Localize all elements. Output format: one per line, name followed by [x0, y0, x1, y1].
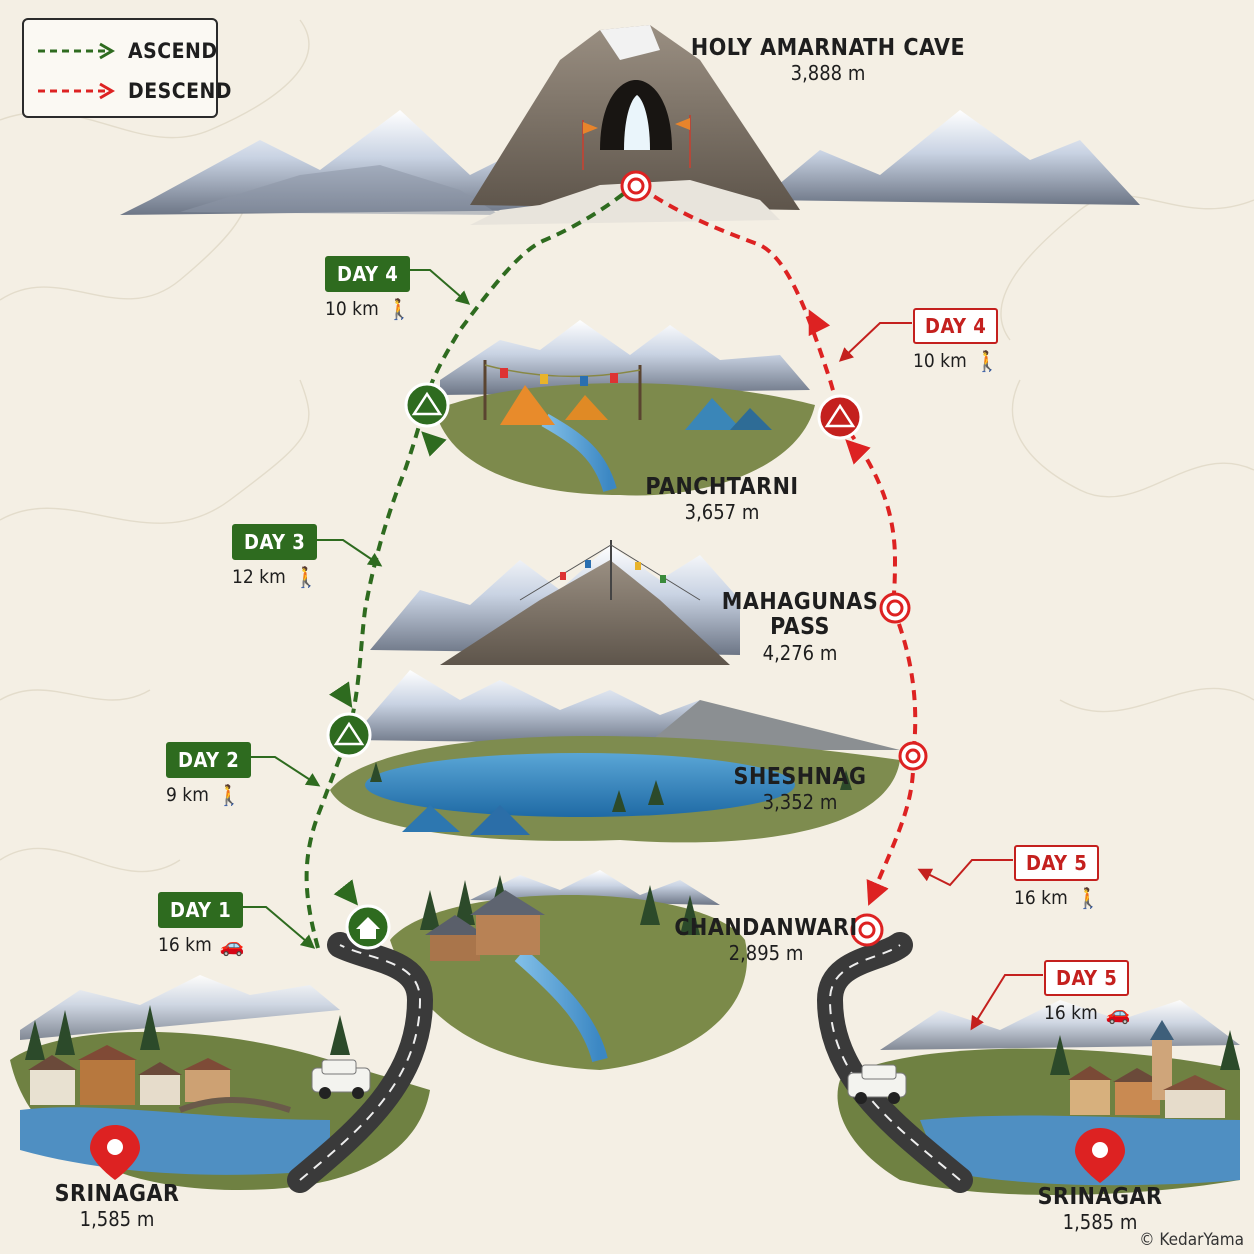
hiker-icon: 🚶: [386, 297, 412, 321]
day-badge: DAY 4: [913, 308, 999, 344]
srinagar-left-label: SRINAGAR 1,585 m: [54, 1181, 180, 1232]
mahagunas-label: MAHAGUNAS PASS 4,276 m: [721, 589, 879, 665]
day-badge: DAY 4: [325, 256, 411, 292]
day-label-asc-4: DAY 4 10 km 🚶: [325, 256, 412, 320]
hiker-icon: 🚶: [974, 349, 1000, 373]
ascend-line-icon: [38, 42, 115, 60]
sheshnag-camp-icon: [326, 712, 372, 758]
panchtarni-illustration: [435, 320, 815, 496]
srinagar-right-label: SRINAGAR 1,585 m: [1037, 1184, 1163, 1235]
panchtarni-camp-icon-green: [404, 382, 450, 428]
chandanwari-home-icon: [345, 904, 391, 950]
legend-ascend-label: ASCEND: [128, 39, 218, 63]
panchtarni-label: PANCHTARNI 3,657 m: [645, 474, 799, 525]
day-badge: DAY 2: [166, 742, 252, 778]
descend-line-icon: [38, 82, 115, 100]
day-label-desc-4: DAY 4 10 km 🚶: [913, 308, 1000, 372]
legend-descend-label: DESCEND: [128, 79, 232, 103]
mahagunas-elevation: 4,276 m: [762, 640, 838, 665]
map-pin-icon-left: [90, 1125, 140, 1180]
mahagunas-marker: [879, 592, 911, 624]
car-icon: 🚗: [219, 933, 245, 957]
legend-descend: DESCEND: [36, 76, 232, 106]
mahagunas-illustration: [370, 540, 740, 665]
car-left: [311, 1059, 371, 1099]
day-badge: DAY 5: [1044, 960, 1130, 996]
sheshnag-label: SHESHNAG 3,352 m: [733, 764, 867, 815]
legend: ASCEND DESCEND: [22, 18, 231, 118]
chandanwari-marker: [850, 913, 884, 947]
chandanwari-illustration: [390, 870, 748, 1070]
cave-marker: [620, 170, 652, 202]
descend-arrows: [808, 309, 889, 906]
car-right: [847, 1064, 907, 1104]
hiker-icon: 🚶: [293, 565, 319, 589]
srinagar-left-name: SRINAGAR: [54, 1181, 180, 1207]
srinagar-left-elevation: 1,585 m: [79, 1207, 155, 1232]
credit-text: © KedarYama: [1139, 1230, 1244, 1250]
day-label-desc-5b: DAY 5 16 km 🚗: [1044, 960, 1131, 1024]
descend-route: [638, 185, 918, 901]
srinagar-right-illustration: [816, 932, 1240, 1195]
contour-lines: [0, 19, 1254, 873]
legend-ascend: ASCEND: [36, 36, 218, 66]
map-pin-icon-right: [1075, 1128, 1125, 1183]
srinagar-right-elevation: 1,585 m: [1062, 1210, 1138, 1235]
chandanwari-elevation: 2,895 m: [728, 941, 804, 966]
car-icon: 🚗: [1105, 1001, 1131, 1025]
day-label-asc-2: DAY 2 9 km 🚶: [166, 742, 252, 807]
day-badge: DAY 1: [158, 892, 244, 928]
hiker-icon: 🚶: [1075, 886, 1101, 910]
cave-label: HOLY AMARNATH CAVE 3,888 m: [690, 35, 966, 86]
day-label-asc-1: DAY 1 16 km 🚗: [158, 892, 245, 956]
day-distance: 10 km: [913, 350, 967, 372]
day-distance: 16 km: [1014, 887, 1068, 909]
mahagunas-name: MAHAGUNAS PASS: [721, 589, 879, 641]
sheshnag-elevation: 3,352 m: [762, 790, 838, 815]
day-label-asc-3: DAY 3 12 km 🚶: [232, 524, 319, 588]
day-badge: DAY 3: [232, 524, 318, 560]
day-label-desc-5a: DAY 5 16 km 🚶: [1014, 845, 1101, 909]
sheshnag-name: SHESHNAG: [733, 764, 867, 790]
hiker-icon: 🚶: [216, 783, 242, 807]
chandanwari-label: CHANDANWARI 2,895 m: [674, 915, 858, 966]
day-distance: 12 km: [232, 566, 286, 588]
cave-elevation: 3,888 m: [790, 61, 866, 86]
day-badge: DAY 5: [1014, 845, 1100, 881]
srinagar-right-name: SRINAGAR: [1037, 1184, 1163, 1210]
sheshnag-marker: [898, 741, 928, 771]
day-distance: 16 km: [158, 934, 212, 956]
cave-name: HOLY AMARNATH CAVE: [690, 35, 966, 61]
day-distance: 16 km: [1044, 1002, 1098, 1024]
panchtarni-name: PANCHTARNI: [645, 474, 799, 500]
day-distance: 9 km: [166, 784, 209, 806]
srinagar-left-illustration: [10, 932, 434, 1193]
panchtarni-camp-icon-red: [817, 394, 863, 440]
cave-mountains-illustration: [120, 25, 1140, 225]
chandanwari-name: CHANDANWARI: [674, 915, 858, 941]
ascend-arrows: [329, 431, 447, 906]
panchtarni-elevation: 3,657 m: [684, 500, 760, 525]
day-distance: 10 km: [325, 298, 379, 320]
sheshnag-illustration: [330, 670, 900, 843]
